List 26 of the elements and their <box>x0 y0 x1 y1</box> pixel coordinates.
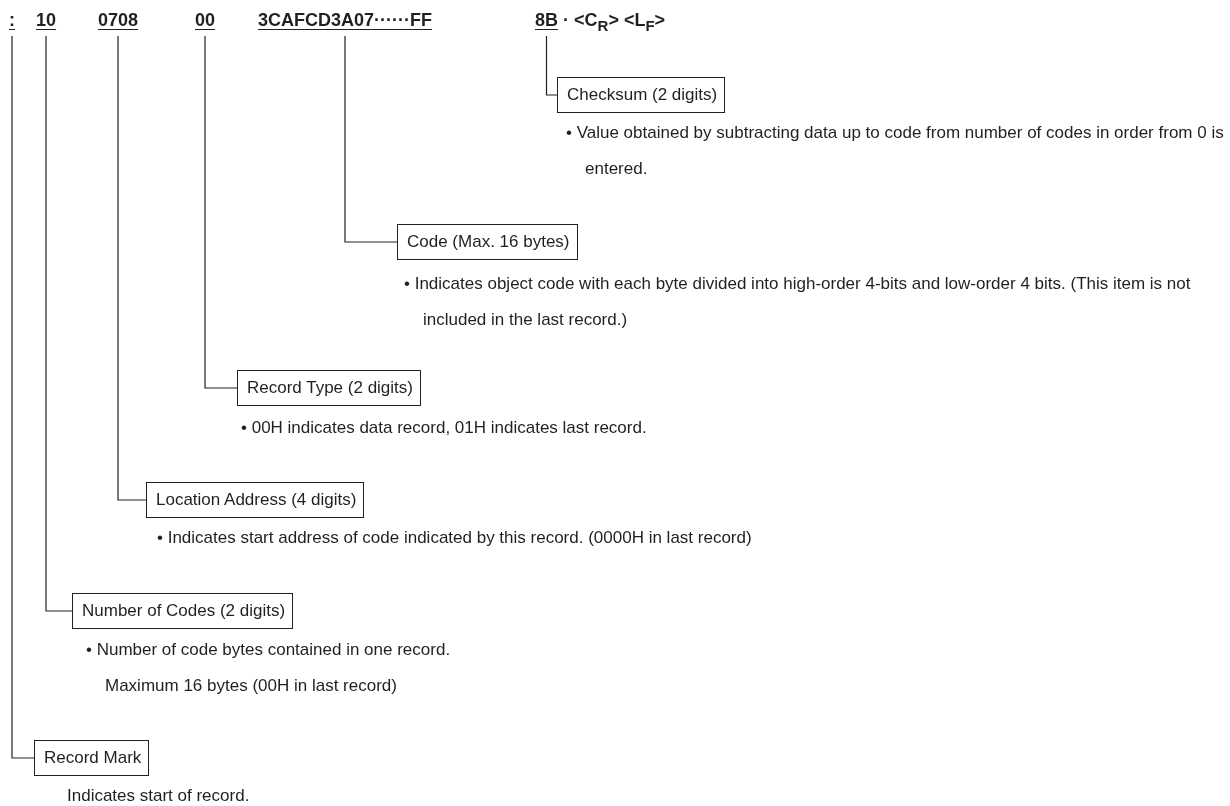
leader-line <box>45 35 73 612</box>
hex-field: 00 <box>195 8 216 32</box>
field-label-box: Checksum (2 digits) <box>557 77 726 113</box>
record-terminator: · <C$_{R}$> <L$_{F}$> <box>563 9 666 36</box>
leader-line <box>11 35 35 759</box>
description-text: • Number of code bytes contained in one record. <box>86 639 452 661</box>
field-label-box: Number of Codes (2 digits) <box>72 593 294 629</box>
leader-line <box>117 35 147 501</box>
hex-field: : <box>9 8 15 32</box>
field-label-box: Record Type (2 digits) <box>237 370 421 406</box>
field-label-box: Record Mark <box>34 740 150 776</box>
description-text: • Indicates object code with each byte divided into high-order 4-bits and low-order 4 bits. (This item is not included in the last record.) <box>404 273 1192 331</box>
description-text: • Indicates start address of code indicated by this record. (0000H in last record) <box>157 527 753 549</box>
hex-field: 0708 <box>98 8 139 32</box>
leader-line <box>545 35 558 96</box>
description-text: Indicates start of record. <box>67 785 251 806</box>
leader-line <box>204 35 238 389</box>
description-text: Maximum 16 bytes (00H in last record) <box>104 675 398 697</box>
leader-line <box>344 35 398 243</box>
hex-field: 10 <box>36 8 57 32</box>
hex-field: 8B <box>535 8 558 32</box>
field-label-box: Location Address (4 digits) <box>146 482 365 518</box>
hex-field: 3CAFCD3A07······FF <box>258 8 432 32</box>
description-text: • Value obtained by subtracting data up to code from number of codes in order from 0 is entered. <box>566 122 1225 180</box>
field-label-box: Code (Max. 16 bytes) <box>397 224 578 260</box>
description-text: • 00H indicates data record, 01H indicates last record. <box>241 417 648 439</box>
